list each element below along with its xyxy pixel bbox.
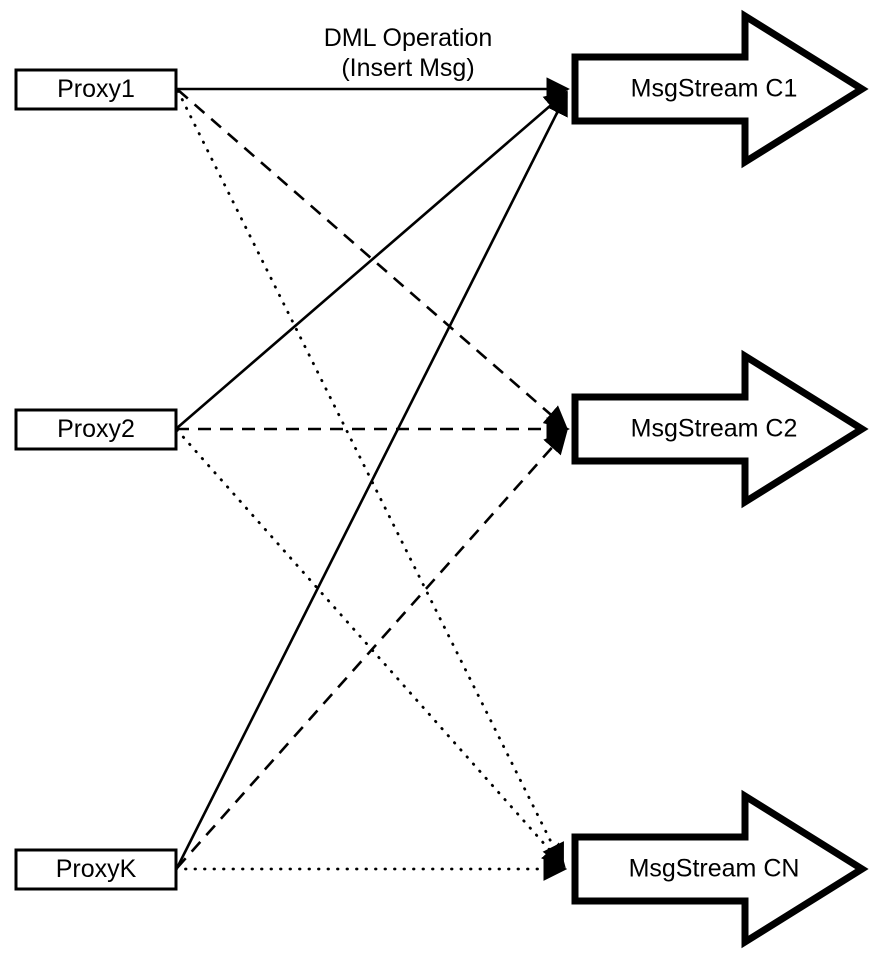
proxy1-box[interactable] xyxy=(14,68,178,111)
edge-group-proxy2 xyxy=(175,90,570,869)
stream-cn-label: MsgStream CN xyxy=(629,855,800,883)
stream-c2-label: MsgStream C2 xyxy=(631,415,798,443)
edge-caption-line1: DML Operation xyxy=(324,24,493,52)
stream-c2-arrow-shape[interactable] xyxy=(571,349,869,509)
proxyk-box[interactable] xyxy=(14,848,178,891)
edge-caption: DML Operation (Insert Msg) xyxy=(324,24,493,82)
proxy-node-proxy2[interactable]: Proxy2 xyxy=(14,408,178,451)
edge-proxy2-to-stream-c1 xyxy=(176,90,568,429)
proxyk-label: ProxyK xyxy=(56,855,137,883)
edge-caption-line2: (Insert Msg) xyxy=(341,54,474,82)
proxy-node-proxy1[interactable]: Proxy1 xyxy=(14,68,178,111)
proxy1-label: Proxy1 xyxy=(57,75,135,103)
edge-proxy2-to-stream-cn xyxy=(175,428,566,869)
proxy2-box[interactable] xyxy=(14,408,178,451)
stream-cn-arrow-shape[interactable] xyxy=(571,789,869,949)
stream-node-c2[interactable]: MsgStream C2 xyxy=(571,349,869,509)
edge-proxyk-to-stream-c1 xyxy=(175,91,568,869)
stream-node-cn[interactable]: MsgStream CN xyxy=(571,789,869,949)
edge-proxy1-to-stream-cn xyxy=(176,89,564,868)
edge-proxyk-to-stream-c2 xyxy=(176,430,568,869)
edge-proxy1-to-stream-c2 xyxy=(177,89,568,430)
proxy-node-proxyk[interactable]: ProxyK xyxy=(14,848,178,891)
stream-c1-arrow-shape[interactable] xyxy=(571,9,869,169)
proxy2-label: Proxy2 xyxy=(57,415,135,443)
stream-node-c1[interactable]: MsgStream C1 xyxy=(571,9,869,169)
edge-group-proxy1 xyxy=(176,77,570,868)
stream-c1-label: MsgStream C1 xyxy=(631,75,798,103)
edge-group-proxyk xyxy=(174,91,568,881)
